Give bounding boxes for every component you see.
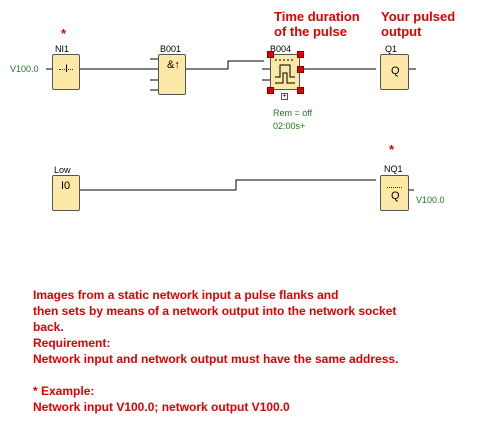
ni1-input-value: V100.0 (10, 64, 39, 74)
block-b001[interactable]: &↑ (158, 54, 186, 95)
wire-b001-b004 (186, 60, 264, 70)
description-text: Images from a static network input a pul… (33, 288, 399, 414)
block-low[interactable]: I0 (52, 175, 80, 211)
block-q1-label: Q1 (385, 44, 398, 54)
block-ni1-symbol: I (65, 63, 69, 75)
block-b001-label: B001 (160, 44, 182, 54)
block-q1[interactable]: Q (380, 54, 409, 90)
block-nq1-label: NQ1 (384, 164, 403, 174)
wire-low-nq1 (80, 179, 376, 191)
selection-handle[interactable] (267, 51, 274, 58)
block-low-label: Low (54, 165, 71, 175)
block-q1-symbol: Q (391, 65, 400, 77)
selection-handle[interactable] (267, 87, 274, 94)
expand-plus-icon[interactable]: + (281, 93, 288, 100)
block-b004-label: B004 (270, 44, 292, 54)
block-nq1-symbol: Q (391, 190, 400, 202)
b004-rem: Rem = off (273, 108, 313, 118)
block-ni1-label: NI1 (55, 44, 70, 54)
b004-time: 02:00s+ (273, 121, 306, 131)
annotation-time-duration: Time duration of the pulse (274, 9, 360, 39)
block-ni1[interactable]: I (52, 54, 80, 90)
asterisk-marker: * (389, 142, 395, 157)
block-b004[interactable] (270, 54, 300, 90)
block-low-symbol: I0 (61, 180, 71, 192)
block-nq1[interactable]: Q (380, 175, 409, 211)
pulse-icon (275, 59, 295, 84)
selection-handle[interactable] (297, 87, 304, 94)
asterisk-marker: * (61, 26, 67, 41)
nq1-output-value: V100.0 (416, 195, 445, 205)
block-b001-symbol: &↑ (167, 59, 180, 71)
selection-handle[interactable] (297, 51, 304, 58)
selection-handle[interactable] (297, 66, 304, 73)
annotation-pulsed-output: Your pulsed output (381, 9, 456, 39)
